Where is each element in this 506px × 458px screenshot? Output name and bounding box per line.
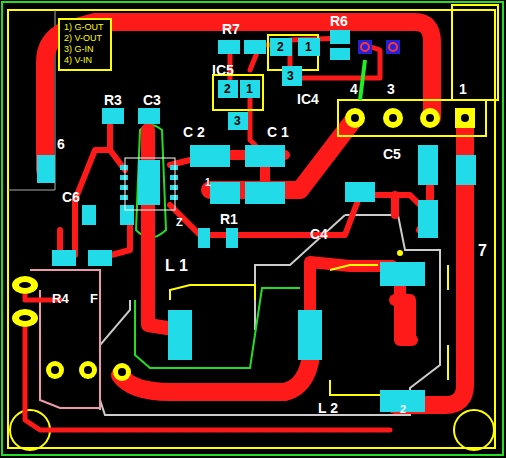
part-ref: R6 bbox=[330, 14, 348, 28]
outline-rect bbox=[452, 5, 498, 100]
part-ref: Z bbox=[176, 217, 183, 228]
pin-number: 2 bbox=[400, 404, 406, 415]
part-ref: IC5 bbox=[212, 63, 234, 77]
part-ref: L 1 bbox=[165, 258, 188, 274]
pin-number: 1 bbox=[305, 41, 312, 53]
thin-track bbox=[30, 270, 100, 410]
thin-track bbox=[360, 60, 365, 100]
vias bbox=[358, 40, 400, 54]
pin-number: 1 bbox=[246, 83, 253, 95]
silkscreen bbox=[170, 35, 486, 395]
part-ref: C 2 bbox=[183, 125, 205, 139]
part-ref: F bbox=[90, 292, 98, 305]
copper-traces bbox=[25, 22, 465, 430]
pin-legend-text: 2) V-OUT bbox=[64, 33, 106, 44]
through-hole-pads bbox=[12, 108, 475, 381]
pin-number: 3 bbox=[234, 115, 241, 127]
part-ref: IC4 bbox=[297, 92, 319, 106]
part-ref: C3 bbox=[143, 93, 161, 107]
board-edge bbox=[2, 2, 503, 455]
pin-number: 3 bbox=[287, 70, 294, 82]
pin-number: 2 bbox=[277, 41, 284, 53]
part-ref: R3 bbox=[104, 93, 122, 107]
part-ref: C5 bbox=[383, 147, 401, 161]
pin-number: 2 bbox=[224, 83, 231, 95]
pin-legend-text: 4) V-IN bbox=[64, 55, 106, 66]
part-ref: R7 bbox=[222, 22, 240, 36]
pin-legend-box: 1) G-OUT2) V-OUT3) G-IN4) V-IN bbox=[58, 18, 112, 71]
part-ref: R4 bbox=[52, 292, 69, 305]
part-ref: R1 bbox=[220, 212, 238, 226]
pin-number: 1 bbox=[459, 82, 467, 96]
pin-legend-text: 3) G-IN bbox=[64, 44, 106, 55]
pin-number: 1 bbox=[205, 178, 211, 188]
pin-number: 3 bbox=[387, 82, 395, 96]
pin-number: 4 bbox=[350, 82, 358, 96]
smd-pads bbox=[37, 30, 476, 412]
part-ref: C4 bbox=[310, 227, 328, 241]
mount-hole bbox=[454, 410, 494, 450]
ic-outline bbox=[125, 158, 175, 210]
part-ref: C6 bbox=[62, 190, 80, 204]
board-outline bbox=[8, 10, 495, 448]
part-ref: C 1 bbox=[267, 125, 289, 139]
pin-number: 7 bbox=[478, 243, 487, 259]
pin-number: 6 bbox=[57, 137, 65, 151]
part-ref: L 2 bbox=[318, 401, 338, 415]
pin-legend-text: 1) G-OUT bbox=[64, 22, 106, 33]
